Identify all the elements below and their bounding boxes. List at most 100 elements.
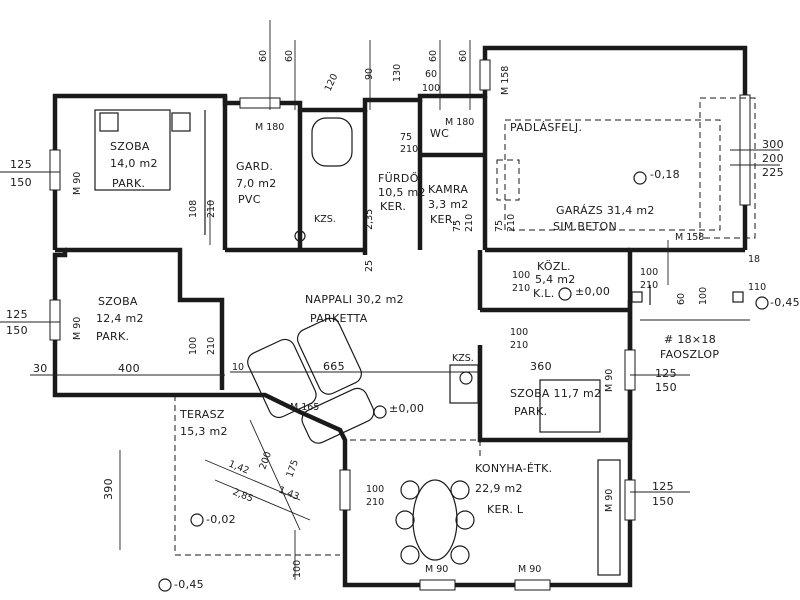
dim-210-j: 210: [506, 214, 517, 232]
dimension-lines: [0, 20, 780, 580]
garazs-label: GARÁZS 31,4 m2: [556, 204, 655, 217]
kozl-label: KÖZL.: [537, 260, 571, 273]
dim-100-kozl: 100: [512, 270, 530, 281]
dim-150-right-low: 150: [652, 495, 674, 508]
dim-m90-f: M 90: [518, 564, 541, 575]
dim-210-h: 210: [400, 144, 418, 155]
dim-665: 665: [323, 360, 345, 373]
terasz-level: -0,02: [206, 513, 236, 526]
terasz-area: 15,3 m2: [180, 425, 228, 438]
dim-m90-c: M 90: [604, 369, 615, 392]
dim-100-terasz: 100: [292, 560, 303, 578]
nappali-floor: PARKETTA: [310, 312, 368, 325]
konyha-label: KONYHA-ÉTK.: [475, 462, 552, 475]
dim-210-kozl: 210: [512, 283, 530, 294]
dim-m158-top: M 158: [500, 66, 511, 95]
dimension-labels: 125 150 125 150 125 150 125 150 M 90 M 9…: [6, 50, 784, 578]
kozl-area: 5,4 m2: [535, 273, 576, 286]
kozl-level: ±0,00: [575, 285, 610, 298]
dim-75-b: 75: [452, 220, 463, 232]
nappali-label: NAPPALI 30,2 m2: [305, 293, 404, 306]
dim-285: 2,85: [231, 487, 255, 505]
dim-m90-d: M 90: [604, 489, 615, 512]
outside-level-2: -0,45: [770, 296, 800, 309]
dim-m90-a: M 90: [72, 172, 83, 195]
dim-60-a: 60: [258, 50, 269, 62]
dim-225: 225: [762, 166, 784, 179]
dim-100-col: 100: [698, 287, 709, 305]
szoba3-label: SZOBA 11,7 m2: [510, 387, 601, 400]
outer-walls: [52, 45, 748, 588]
dim-200: 200: [762, 152, 784, 165]
dim-10: 10: [232, 362, 244, 373]
dim-143: 1,43: [277, 485, 301, 503]
dim-110: 110: [748, 282, 766, 293]
dim-25: 25: [364, 260, 375, 272]
dim-150-left-top: 150: [10, 176, 32, 189]
dim-18: 18: [748, 254, 760, 265]
dim-210-i: 210: [464, 214, 475, 232]
faoszlop-label: FAOSZLOP: [660, 348, 719, 361]
dim-390: 390: [102, 478, 115, 500]
dim-75-a: 75: [400, 132, 412, 143]
dim-125-left-top: 125: [10, 158, 32, 171]
dim-210-b: 210: [206, 337, 217, 355]
room-labels: SZOBA 14,0 m2 PARK. GARD. 7,0 m2 PVC FÜR…: [96, 121, 800, 591]
dim-m180-wc: M 180: [445, 117, 474, 128]
kzs-2-label: KZS.: [452, 353, 474, 364]
dim-175: 175: [284, 458, 301, 479]
dim-210-kozl-r: 210: [640, 280, 658, 291]
dim-60-e: 60: [425, 69, 437, 80]
kozl-floor: K.L.: [533, 287, 555, 300]
dim-100-a: 100: [188, 337, 199, 355]
szoba2-floor: PARK.: [96, 330, 129, 343]
konyha-area: 22,9 m2: [475, 482, 523, 495]
konyha-floor: KER. L: [487, 503, 524, 516]
furdo-label: FÜRDŐ: [378, 171, 419, 185]
furdo-area: 10,5 m2: [378, 186, 426, 199]
dim-300: 300: [762, 138, 784, 151]
kamra-floor: KER.: [430, 213, 456, 226]
dim-60-b: 60: [284, 50, 295, 62]
dim-60-c: 60: [428, 50, 439, 62]
dim-125-right-low: 125: [652, 480, 674, 493]
dim-150-left-mid: 150: [6, 324, 28, 337]
dim-235: 2,35: [364, 209, 375, 230]
dim-210-bed3: 210: [510, 340, 528, 351]
dim-360: 360: [530, 360, 552, 373]
dim-108: 108: [188, 200, 199, 218]
gard-label: GARD.: [236, 160, 273, 173]
outside-level-1: -0,45: [174, 578, 204, 591]
szoba1-floor: PARK.: [112, 177, 145, 190]
szoba2-area: 12,4 m2: [96, 312, 144, 325]
dim-125-left-mid: 125: [6, 308, 28, 321]
dim-m165: M 165: [290, 402, 319, 413]
fixtures: [94, 97, 756, 576]
garazs-level: -0,18: [650, 168, 680, 181]
dim-m90-e: M 90: [425, 564, 448, 575]
kamra-area: 3,3 m2: [428, 198, 469, 211]
furdo-floor: KER.: [380, 200, 406, 213]
gard-floor: PVC: [238, 193, 261, 206]
garazs-floor: SIM.BETON: [553, 220, 617, 233]
dim-100-bed3: 100: [510, 327, 528, 338]
gard-area: 7,0 m2: [236, 177, 277, 190]
kzs-1-label: KZS.: [314, 214, 336, 225]
dim-75-c: 75: [494, 220, 505, 232]
dim-100-kozl-r: 100: [640, 267, 658, 278]
dim-90: 90: [364, 68, 375, 80]
nappali-level: ±0,00: [389, 402, 424, 415]
wc-label: WC: [430, 127, 449, 140]
dim-120: 120: [323, 72, 341, 93]
kamra-label: KAMRA: [428, 183, 468, 196]
dim-100-konyha: 100: [366, 484, 384, 495]
dim-100-top: 100: [422, 83, 440, 94]
padlas-label: PADLÁSFELJ.: [510, 121, 582, 134]
dim-m90-b: M 90: [72, 317, 83, 340]
szoba1-area: 14,0 m2: [110, 157, 158, 170]
terasz-label: TERASZ: [179, 408, 225, 421]
szoba3-floor: PARK.: [514, 405, 547, 418]
szoba2-label: SZOBA: [98, 295, 138, 308]
szoba1-label: SZOBA: [110, 140, 150, 153]
